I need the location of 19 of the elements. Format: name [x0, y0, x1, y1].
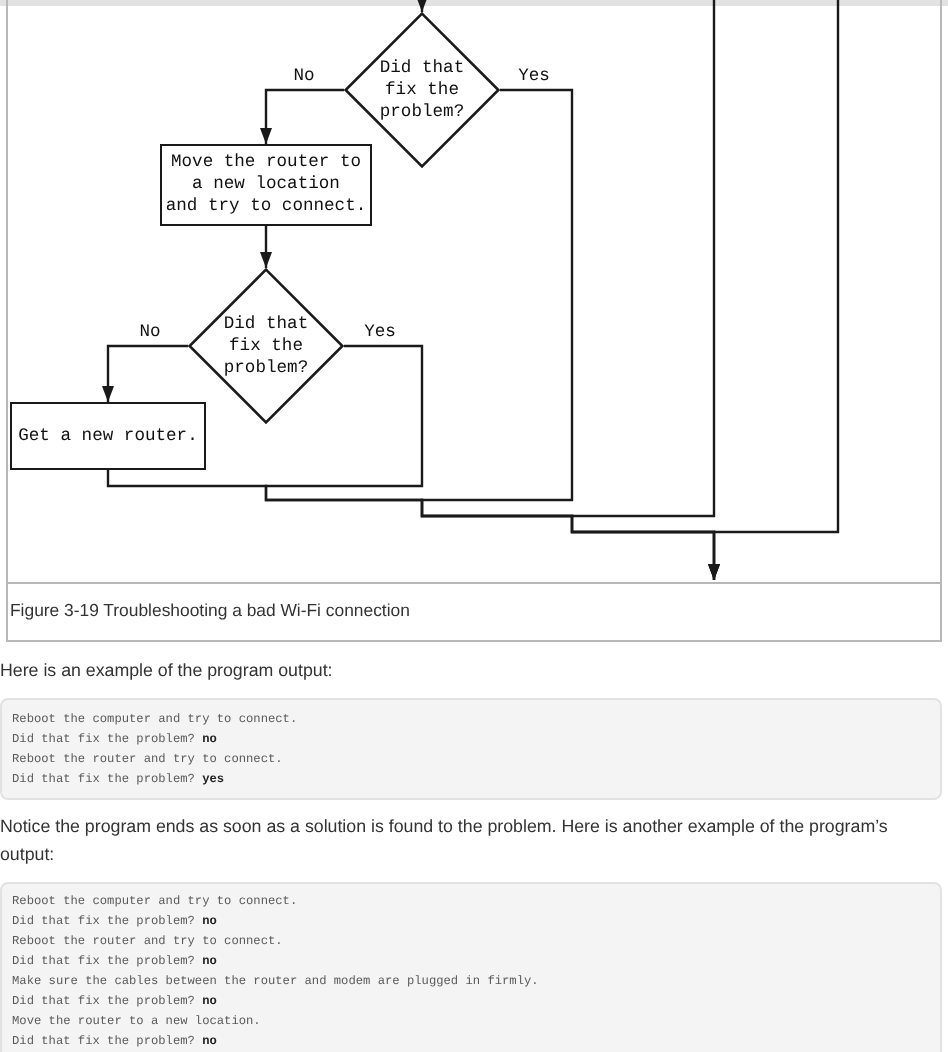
arrow	[416, 0, 428, 12]
node-text: Move the router to a new location and try to connect.	[165, 152, 367, 218]
arrow	[260, 226, 272, 268]
node-text: Did that fix the problem?	[377, 57, 467, 123]
arrow	[102, 344, 188, 402]
paragraph: Notice the program ends as soon as a solution is found to the problem. Here is another example of the program’s output:	[0, 814, 890, 868]
node-text: Get a new router.	[18, 425, 198, 447]
edge-label: No	[291, 66, 317, 86]
process-box	[10, 402, 206, 470]
edge-label: Yes	[516, 66, 552, 86]
figure-caption: Figure 3-19 Troubleshooting a bad Wi-Fi connection	[10, 600, 410, 622]
decision-diamond	[188, 268, 344, 424]
arrow	[260, 88, 344, 144]
arrow	[106, 470, 720, 580]
decision-diamond	[344, 12, 500, 168]
edge-label: No	[137, 322, 163, 342]
paragraph: Here is an example of the program output:	[0, 658, 335, 685]
edge-label: Yes	[362, 322, 398, 342]
node-text: Did that fix the problem?	[221, 313, 311, 379]
